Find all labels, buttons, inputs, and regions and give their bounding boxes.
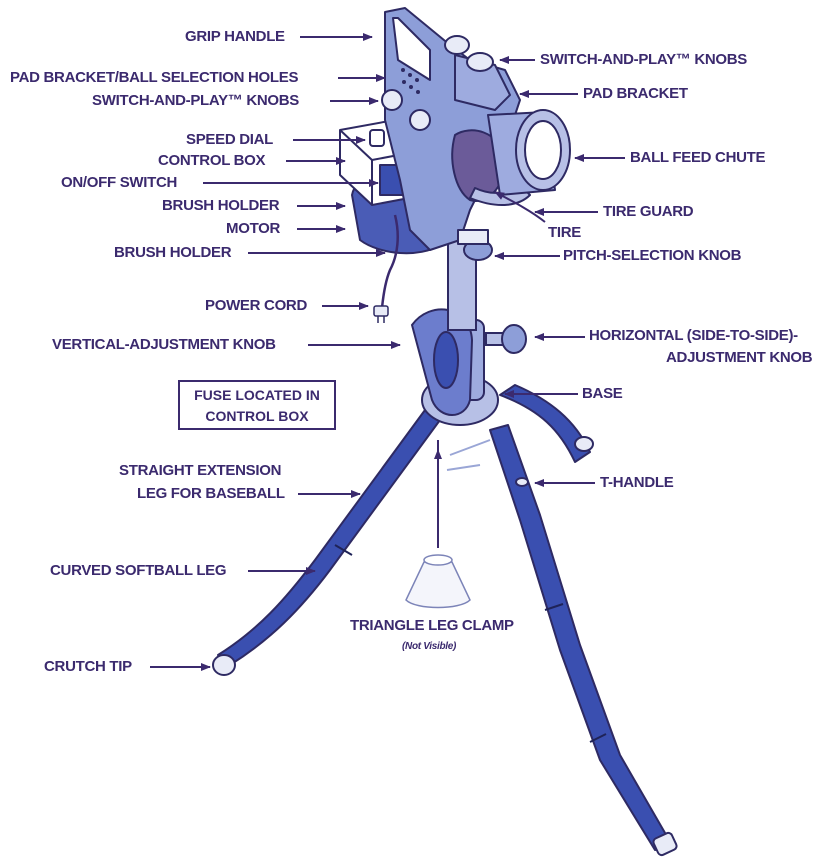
label-grip-handle: GRIP HANDLE [185, 28, 285, 46]
label-tire-guard: TIRE GUARD [603, 203, 693, 221]
label-ball-feed-chute: BALL FEED CHUTE [630, 149, 765, 167]
fuse-note-line1: FUSE LOCATED IN [180, 385, 334, 406]
label-brush-holder-1: BRUSH HOLDER [162, 197, 279, 215]
machine-head [340, 8, 570, 253]
label-tire: TIRE [548, 224, 581, 242]
knob-left-2 [410, 110, 430, 130]
label-pad-bracket-holes: PAD BRACKET/BALL SELECTION HOLES [10, 69, 298, 87]
label-curved-leg: CURVED SOFTBALL LEG [50, 562, 226, 580]
knob-top-left [445, 36, 469, 54]
label-power-cord: POWER CORD [205, 297, 307, 315]
ball-feed-chute-shape [488, 110, 570, 195]
knob-left-1 [382, 90, 402, 110]
label-pad-bracket: PAD BRACKET [583, 85, 688, 103]
plug-icon [374, 306, 388, 323]
label-control-box: CONTROL BOX [158, 152, 265, 170]
speed-dial-shape [370, 130, 384, 146]
label-horizontal-1: HORIZONTAL (SIDE-TO-SIDE)- [589, 327, 798, 345]
label-vertical-knob: VERTICAL-ADJUSTMENT KNOB [52, 336, 276, 354]
label-brush-holder-2: BRUSH HOLDER [114, 244, 231, 262]
label-straight-leg-1: STRAIGHT EXTENSION [119, 462, 281, 480]
crutch-tip-left [213, 655, 235, 675]
horizontal-knob-shape [486, 325, 526, 353]
label-t-handle: T-HANDLE [600, 474, 673, 492]
triangle-leg-clamp-figure [406, 440, 490, 608]
label-on-off-switch: ON/OFF SWITCH [61, 174, 177, 192]
label-base: BASE [582, 385, 622, 403]
fuse-note-box: FUSE LOCATED IN CONTROL BOX [178, 380, 336, 430]
fuse-note-line2: CONTROL BOX [180, 406, 334, 427]
label-switch-play-right: SWITCH-AND-PLAY™ KNOBS [540, 51, 747, 69]
label-speed-dial: SPEED DIAL [186, 131, 273, 149]
rear-leg-cap [575, 437, 593, 451]
label-not-visible: (Not Visible) [402, 638, 456, 656]
label-straight-leg-2: LEG FOR BASEBALL [137, 485, 285, 503]
label-crutch-tip: CRUTCH TIP [44, 658, 132, 676]
label-horizontal-2: ADJUSTMENT KNOB [666, 349, 812, 367]
t-handle-shape [516, 478, 528, 486]
label-pitch-selection-knob: PITCH-SELECTION KNOB [563, 247, 741, 265]
label-motor: MOTOR [226, 220, 280, 238]
label-triangle-leg-clamp: TRIANGLE LEG CLAMP [350, 617, 514, 635]
label-switch-play-left: SWITCH-AND-PLAY™ KNOBS [92, 92, 299, 110]
knob-top-right [467, 53, 493, 71]
